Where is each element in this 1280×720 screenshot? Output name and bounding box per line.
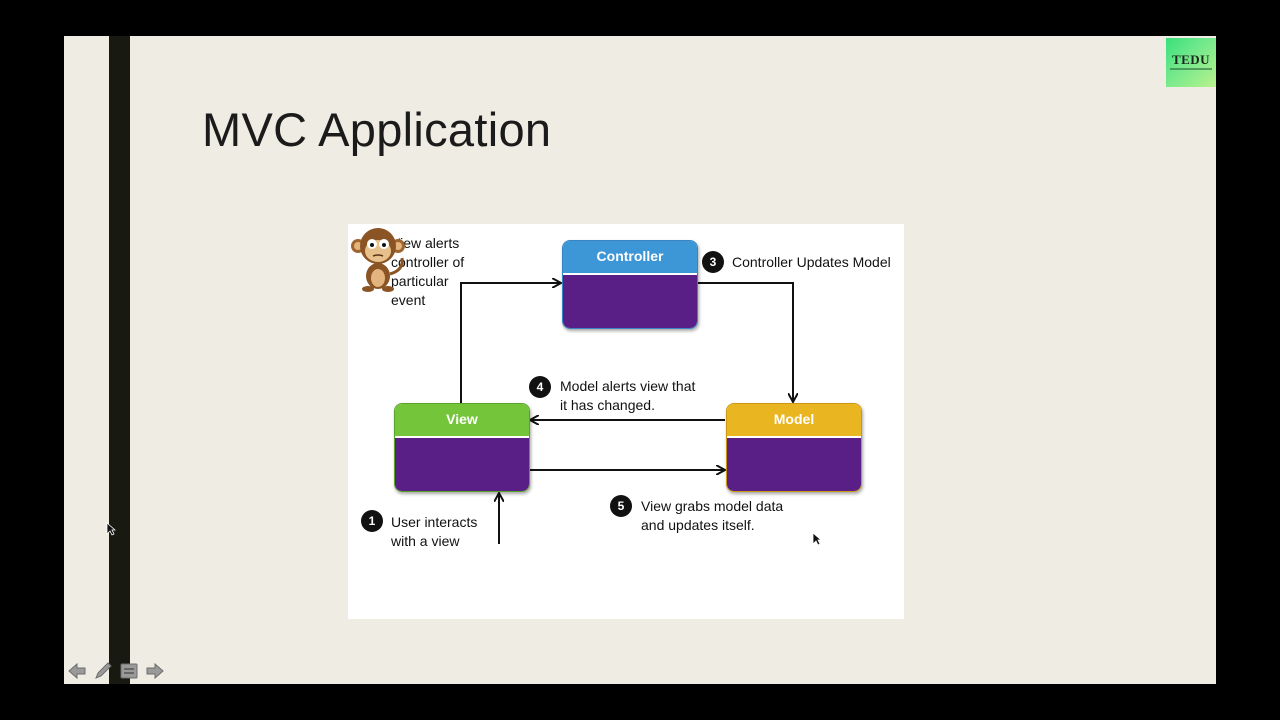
arrow-left-icon xyxy=(68,662,86,680)
pen-tool-button[interactable] xyxy=(92,660,114,682)
controller-body xyxy=(563,275,697,328)
slide-menu-button[interactable] xyxy=(118,660,140,682)
next-slide-button[interactable] xyxy=(144,660,166,682)
step-2-text: View alerts controller of particular eve… xyxy=(391,235,465,308)
arrow-right-icon xyxy=(146,662,164,680)
step-3-text: Controller Updates Model xyxy=(732,254,891,270)
logo-text: TEDU xyxy=(1171,52,1211,67)
step-3-number: 3 xyxy=(702,251,724,273)
view-box: View xyxy=(394,403,530,492)
step-4-number: 4 xyxy=(529,376,551,398)
slide: TEDU MVC Application Controller xyxy=(64,36,1216,684)
menu-icon xyxy=(120,663,138,679)
model-label: Model xyxy=(727,404,861,438)
step-1-number: 1 xyxy=(361,510,383,532)
slideshow-nav xyxy=(66,659,166,683)
controller-box: Controller xyxy=(562,240,698,329)
tedu-logo: TEDU xyxy=(1166,38,1216,87)
controller-label: Controller xyxy=(563,241,697,275)
step-4-text: Model alerts view that it has changed. xyxy=(560,378,696,413)
pen-icon xyxy=(95,662,112,679)
step-5-text: View grabs model data and updates itself… xyxy=(641,498,784,533)
arrow-view-to-controller xyxy=(460,283,560,403)
logo-underline xyxy=(1170,68,1212,70)
mvc-diagram: Controller View Model 2 View alerts cont… xyxy=(348,224,904,619)
model-box: Model xyxy=(726,403,862,492)
step-5-number: 5 xyxy=(610,495,632,517)
slide-title: MVC Application xyxy=(202,103,552,156)
arrow-controller-to-model xyxy=(697,282,793,401)
model-body xyxy=(727,438,861,491)
monkey-user-icon xyxy=(351,228,405,292)
previous-slide-button[interactable] xyxy=(66,660,88,682)
view-label: View xyxy=(395,404,529,438)
diagram-arrows xyxy=(460,224,904,544)
mouse-cursor-icon xyxy=(812,532,822,546)
slide-left-bar xyxy=(109,36,130,684)
mouse-cursor-icon-left xyxy=(106,522,116,536)
step-1-text: User interacts with a view xyxy=(391,514,478,549)
view-body xyxy=(395,438,529,491)
